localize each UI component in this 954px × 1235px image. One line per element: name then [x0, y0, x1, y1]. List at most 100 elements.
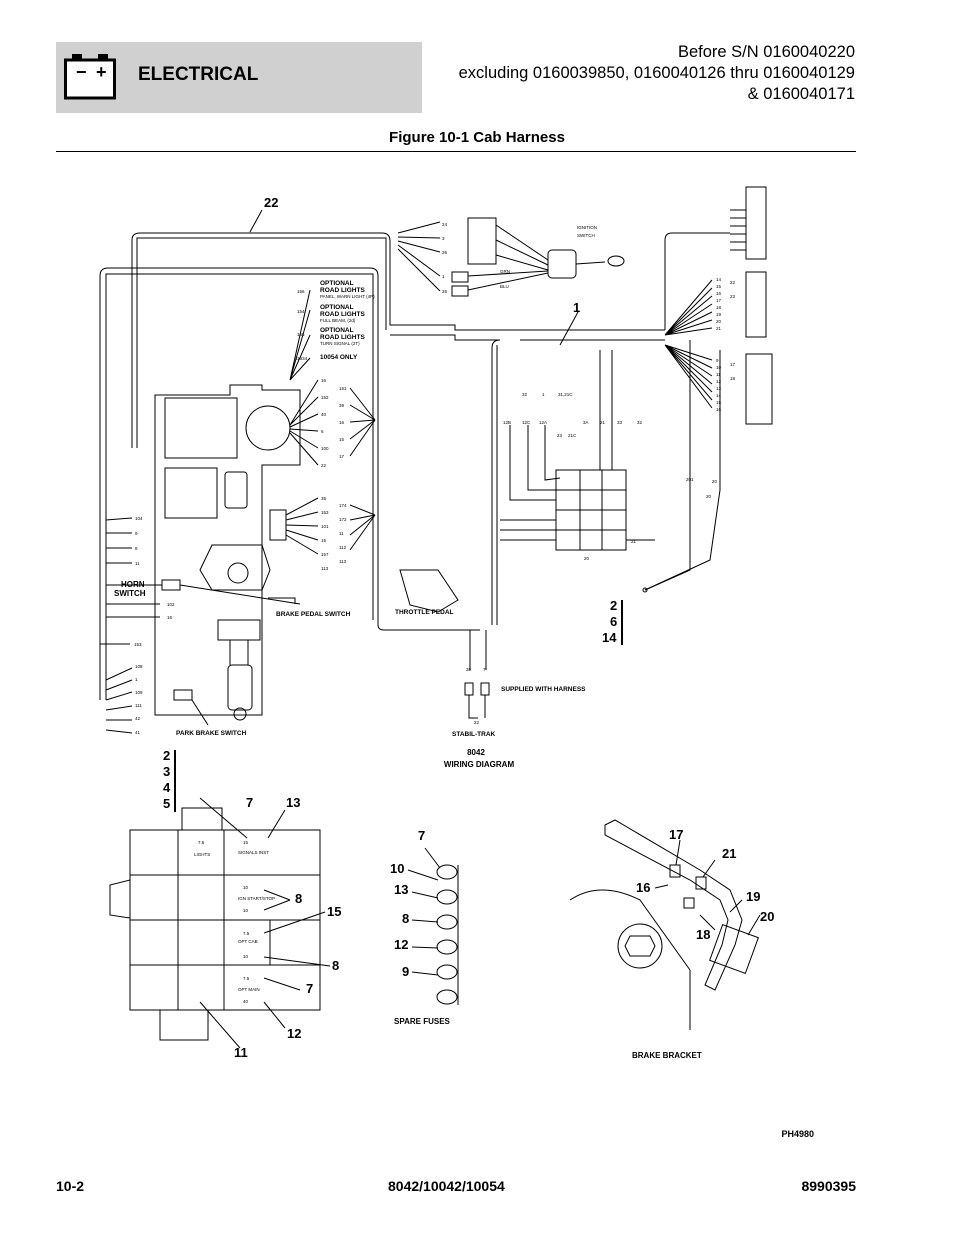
harness-trunk-top [131, 232, 665, 448]
mid-left-4: 15 [321, 538, 327, 543]
callout-4-b: 4 [163, 780, 171, 795]
park-brake-switch-label: PARK BRAKE SWITCH [176, 730, 247, 737]
mid-right-5: 113 [339, 559, 347, 564]
mid-right-4: 112 [339, 545, 347, 550]
stabil-wire-1: 35 [466, 667, 472, 672]
fuse-lights-label: LIGHTS [194, 852, 210, 857]
fuse-side-1: 21 [631, 539, 637, 544]
callout-spare-9: 9 [402, 964, 409, 979]
stabil-trak-label: STABIL-TRAK [452, 731, 496, 738]
cluster-left-3: 40 [321, 412, 327, 417]
battery-minus: − [76, 62, 87, 82]
relay-row-5: 21C [568, 433, 577, 438]
horn-switch-label-1: HORN [121, 580, 145, 589]
opt-connector-3: 155 [297, 332, 305, 337]
bottom-left-5: 42 [135, 716, 141, 721]
opt-road-2-line-2: ROAD LIGHTS [320, 311, 365, 318]
callout-15: 15 [327, 904, 341, 919]
rc-b-9: 17 [730, 362, 736, 367]
spare-fuses-label: SPARE FUSES [394, 1017, 451, 1026]
wire-label-ign-2: 3 [442, 236, 445, 241]
fuse-bottom-2: 40 [243, 999, 249, 1004]
wire-label-ign-1: 24 [442, 222, 448, 227]
callout-7-b: 7 [306, 981, 313, 996]
rc-b-1: 9 [716, 358, 719, 363]
bottom-left-6: 41 [135, 730, 141, 735]
cab-panel-outline [154, 384, 301, 716]
callout-11: 11 [234, 1045, 248, 1060]
header-rule [56, 151, 856, 152]
callout-6-a: 6 [610, 614, 617, 629]
ignition-key [607, 255, 625, 267]
cluster-right-5: 17 [339, 454, 345, 459]
callout-2-b: 2 [163, 748, 170, 763]
serial-line-3: & 0160040171 [747, 85, 855, 103]
fuse-top-2: 15 [243, 840, 249, 845]
left-col-4: 11 [135, 561, 140, 566]
bottom-left-2: 1 [135, 677, 138, 682]
horn-wire-1: 102 [167, 602, 175, 607]
callout-7-a: 7 [246, 795, 253, 810]
opt-road-2-sub: FULL BEAM, (2d) [320, 318, 356, 323]
figure-title: Figure 10-1 Cab Harness [389, 129, 565, 146]
callout-3-b: 3 [163, 764, 170, 779]
gauge-cluster [245, 405, 291, 451]
mid-left-6: 113 [321, 566, 329, 571]
rc-b-4: 12 [716, 379, 722, 384]
mid-right-3: 11 [339, 531, 344, 536]
mid-right-2: 172 [339, 517, 347, 522]
left-col-3: 8 [135, 546, 138, 551]
callout-8-b: 8 [332, 958, 339, 973]
rc-a-2: 15 [716, 284, 722, 289]
rc-b-6: 14 [716, 393, 722, 398]
fuse-mid-2: 10 [243, 908, 249, 913]
brake-pedal-switch-label: BRAKE PEDAL SWITCH [276, 611, 351, 618]
throttle-pedal-part [399, 569, 459, 613]
rc-a-1: 14 [716, 277, 722, 282]
fuse-side-2: 20 [584, 556, 590, 561]
wire-label-ign-5: 26 [442, 289, 448, 294]
callout-bracket-16: 16 [636, 880, 650, 895]
cluster-left-5: 100 [321, 446, 329, 451]
callout-5-b: 5 [163, 796, 170, 811]
bottom-left-4: 111 [135, 703, 142, 708]
relay-row-2: 12C [522, 420, 531, 425]
bottom-left-3: 109 [135, 690, 143, 695]
opt-connector-1: 156 [297, 289, 305, 294]
wire-label-ign-4: 1 [442, 274, 445, 279]
rc-a-4: 17 [716, 298, 722, 303]
opt-road-2-line-1: OPTIONAL [320, 304, 354, 311]
fuse-bottom-1: 7.5 [243, 976, 250, 981]
callout-bracket-21: 21 [722, 846, 736, 861]
ignition-switch-label-2: SWITCH [577, 233, 595, 238]
blu-label: BLU [500, 284, 509, 289]
stabil-wire-3: 22 [474, 720, 480, 725]
steering-grip [227, 664, 253, 711]
fuse-opt-cab-label: OPT CAB [238, 939, 258, 944]
rc-b-2: 10 [716, 365, 722, 370]
mid-left-2: 153 [321, 510, 329, 515]
footer-part-number: 8990395 [801, 1178, 856, 1194]
rc-a-5: 18 [716, 305, 722, 310]
ignition-connector [467, 217, 497, 265]
supplied-with-harness-label: SUPPLIED WITH HARNESS [501, 686, 586, 693]
battery-icon: − + [64, 54, 116, 100]
grn-label: GRN [500, 269, 510, 274]
callout-1: 1 [573, 300, 580, 315]
callout-spare-8: 8 [402, 911, 409, 926]
cluster-left-4: 6 [321, 429, 324, 434]
connector-mid-right [745, 271, 767, 338]
serial-range: Before S/N 0160040220 excluding 01600398… [459, 42, 855, 105]
cluster-left-2: 152 [321, 395, 329, 400]
battery-plus: + [96, 62, 107, 82]
relay-row-7: 21 [600, 420, 606, 425]
cluster-right-2: 39 [339, 403, 345, 408]
rc-b-5: 13 [716, 386, 722, 391]
callout-spare-12: 12 [394, 937, 408, 952]
callout-bracket-17: 17 [669, 827, 683, 842]
relay-row-1: 12B [503, 420, 511, 425]
mid-left-5: 157 [321, 552, 329, 557]
cluster-left-1: 16 [321, 378, 327, 383]
left-col-2: 9 [135, 531, 138, 536]
